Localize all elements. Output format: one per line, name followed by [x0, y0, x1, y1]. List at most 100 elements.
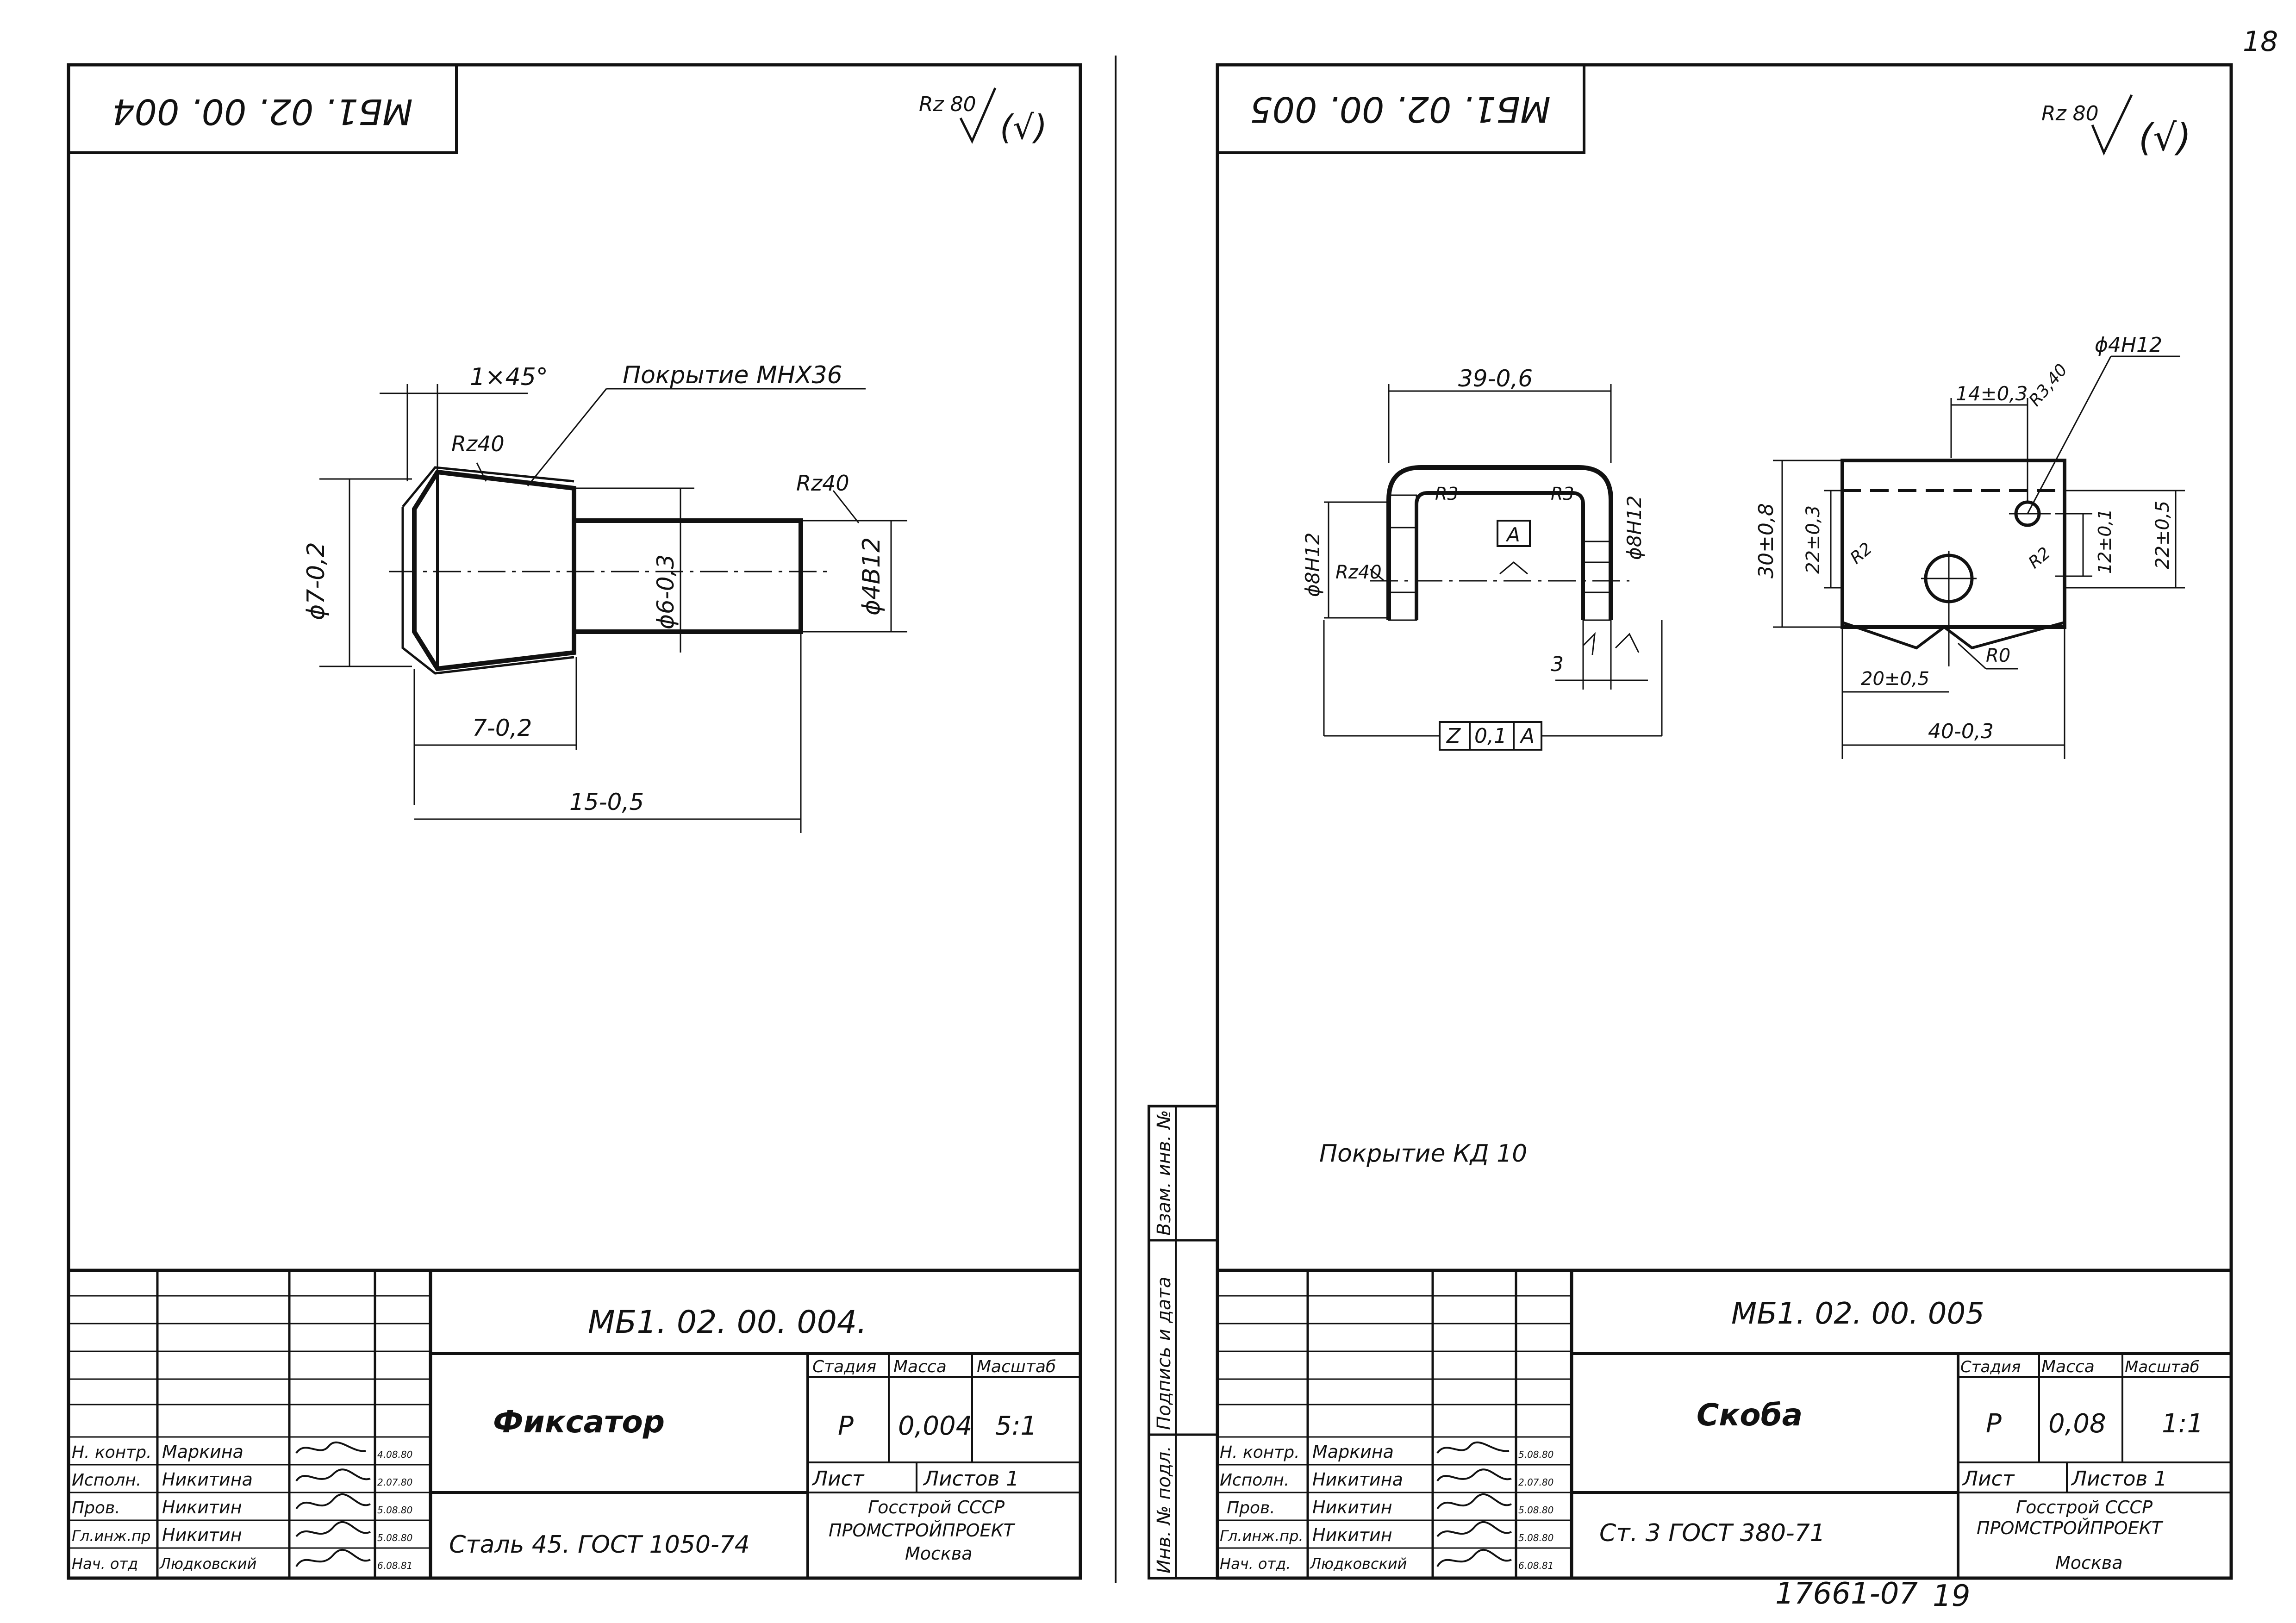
- rough-label-a: Rz40: [451, 431, 505, 456]
- svg-text:5.08.80: 5.08.80: [377, 1532, 412, 1543]
- page-number: 18: [2243, 25, 2278, 58]
- svg-text:Никитин: Никитин: [1312, 1525, 1392, 1545]
- tol-base: A: [1519, 724, 1535, 748]
- svg-text:Гл.инж.пр.: Гл.инж.пр.: [1220, 1527, 1304, 1545]
- svg-text:Госстрой СССР: Госстрой СССР: [2016, 1497, 2152, 1517]
- left-title-material: Сталь 45. ГОСТ 1050-74: [449, 1531, 750, 1559]
- dim-thickness: 3: [1551, 653, 1564, 676]
- rough-label-b: Rz40: [796, 471, 849, 496]
- left-title-block: [69, 1269, 1080, 1578]
- svg-text:Людковский: Людковский: [1310, 1555, 1407, 1573]
- hole-small: ϕ4Н12: [2095, 333, 2162, 357]
- svg-text:(√): (√): [1000, 108, 1047, 147]
- side-stamp-col1: Инв. № подл.: [1154, 1446, 1175, 1573]
- svg-text:Нач. отд: Нач. отд: [72, 1555, 138, 1573]
- svg-text:ПРОМСТРОЙПРОЕКТ: ПРОМСТРОЙПРОЕКТ: [829, 1520, 1016, 1541]
- svg-text:Листов 1: Листов 1: [2071, 1467, 2167, 1491]
- left-part-drawing: [319, 384, 907, 833]
- coating-label: Покрытие МНХ36: [623, 361, 842, 389]
- tol-z: Z: [1446, 724, 1461, 748]
- rad-b: R3: [1551, 484, 1574, 504]
- left-staff: Н. контр. Маркина 4.08.80 Исполн. Никити…: [72, 1441, 412, 1573]
- right-roughness-general: Rz 80 (√): [2041, 94, 2191, 159]
- dim-12: 12±0,1: [2095, 509, 2115, 574]
- svg-text:2.07.80: 2.07.80: [377, 1477, 412, 1488]
- svg-text:Н. контр.: Н. контр.: [1220, 1443, 1300, 1462]
- right-frame: [1216, 63, 2233, 1580]
- svg-text:5.08.80: 5.08.80: [1518, 1449, 1554, 1460]
- svg-text:5.08.80: 5.08.80: [1518, 1532, 1554, 1543]
- left-roughness-general: Rz 80 (√): [919, 87, 1047, 147]
- svg-text:Никитин: Никитин: [162, 1525, 242, 1545]
- svg-text:2.07.80: 2.07.80: [1518, 1477, 1554, 1488]
- svg-text:Масса: Масса: [2041, 1357, 2095, 1376]
- dim-dia-big: ϕ7-0,2: [302, 542, 330, 620]
- svg-text:0,004: 0,004: [898, 1411, 972, 1441]
- svg-text:Rz 80: Rz 80: [2041, 102, 2099, 125]
- left-sheet: МБ1. 02. 00. 004 Rz 80 (√): [67, 63, 1082, 1580]
- svg-text:Стадия: Стадия: [812, 1357, 876, 1376]
- svg-text:Листов 1: Листов 1: [923, 1467, 1019, 1491]
- right-title-code: МБ1. 02. 00. 005: [1731, 1297, 1984, 1331]
- svg-text:Пров.: Пров.: [1227, 1499, 1275, 1517]
- svg-text:17661-07: 17661-07: [1775, 1577, 1918, 1611]
- rad-r2a: R2: [1847, 539, 1876, 568]
- svg-text:Гл.инж.пр: Гл.инж.пр: [72, 1527, 150, 1545]
- svg-text:Москва: Москва: [2055, 1553, 2123, 1573]
- left-frame: [67, 63, 1082, 1580]
- right-title-material: Ст. 3 ГОСТ 380-71: [1599, 1519, 1825, 1547]
- svg-text:Исполн.: Исполн.: [72, 1471, 141, 1490]
- left-stamp-box: [67, 63, 458, 154]
- svg-text:Стадия: Стадия: [1960, 1358, 2021, 1376]
- dim-30: 30±0,8: [1754, 503, 1778, 578]
- dim-len-total: 15-0,5: [569, 789, 644, 815]
- svg-text:Р: Р: [838, 1411, 854, 1441]
- right-staff: Н. контр. Маркина 5.08.80 Исполн. Никити…: [1220, 1441, 1554, 1573]
- svg-text:Масса: Масса: [893, 1357, 947, 1376]
- svg-text:Никитина: Никитина: [1312, 1469, 1403, 1490]
- svg-text:Масштаб: Масштаб: [977, 1357, 1056, 1376]
- dim-len-short: 7-0,2: [472, 715, 532, 741]
- left-stamp-code: МБ1. 02. 00. 004: [112, 91, 413, 132]
- svg-text:(√): (√): [2139, 116, 2191, 159]
- hole-right: ϕ8Н12: [1623, 496, 1646, 560]
- svg-text:1:1: 1:1: [2162, 1409, 2203, 1439]
- svg-text:Исполн.: Исполн.: [1220, 1471, 1289, 1490]
- rad-r0: R0: [1986, 645, 2010, 666]
- svg-text:Лист: Лист: [811, 1467, 865, 1491]
- side-stamp: [1148, 1105, 1219, 1579]
- hole-left: ϕ8Н12: [1301, 533, 1324, 597]
- svg-text:5.08.80: 5.08.80: [377, 1505, 412, 1516]
- svg-text:Н. контр.: Н. контр.: [72, 1443, 152, 1462]
- right-stamp-code: МБ1. 02. 00. 005: [1250, 89, 1551, 130]
- svg-text:5.08.80: 5.08.80: [1518, 1505, 1554, 1516]
- dim-20: 20±0,5: [1861, 668, 1929, 690]
- svg-text:6.08.81: 6.08.81: [377, 1560, 412, 1571]
- svg-text:Госстрой СССР: Госстрой СССР: [868, 1497, 1004, 1517]
- rad-side: R3,40: [2025, 361, 2071, 410]
- right-stamp-box: [1216, 63, 1585, 154]
- svg-text:Маркина: Маркина: [162, 1442, 243, 1462]
- archive-stamp: 17661-07 19: [1775, 1577, 1970, 1613]
- right-sheet: МБ1. 02. 00. 005 Rz 80 (√) Инв. № подл. …: [1148, 63, 2233, 1580]
- svg-text:19: 19: [1933, 1579, 1970, 1613]
- dim-22a: 22±0,3: [1803, 505, 1824, 574]
- rad-a: R3: [1435, 484, 1459, 504]
- svg-text:Людковский: Людковский: [159, 1555, 256, 1573]
- right-title-name: Скоба: [1697, 1397, 1803, 1433]
- svg-text:Никитин: Никитин: [162, 1497, 242, 1517]
- bracket-side-view: [1773, 355, 2185, 759]
- rad-r2b: R2: [2025, 544, 2054, 572]
- svg-text:0,08: 0,08: [2048, 1409, 2106, 1439]
- right-coating-note: Покрытие КД 10: [1319, 1140, 1527, 1168]
- dim-22b: 22±0,5: [2152, 501, 2173, 569]
- side-stamp-col3: Взам. инв. №: [1154, 1110, 1175, 1236]
- left-title-name: Фиксатор: [493, 1404, 665, 1440]
- svg-text:Rz 80: Rz 80: [919, 93, 976, 116]
- dim-14: 14±0,3: [1956, 382, 2028, 405]
- bracket-front-view: [1323, 384, 1663, 751]
- dim-40: 40-0,3: [1928, 720, 1994, 743]
- dim-dia-mid: ϕ6-0,3: [652, 554, 679, 629]
- tol-value: 0,1: [1474, 724, 1507, 748]
